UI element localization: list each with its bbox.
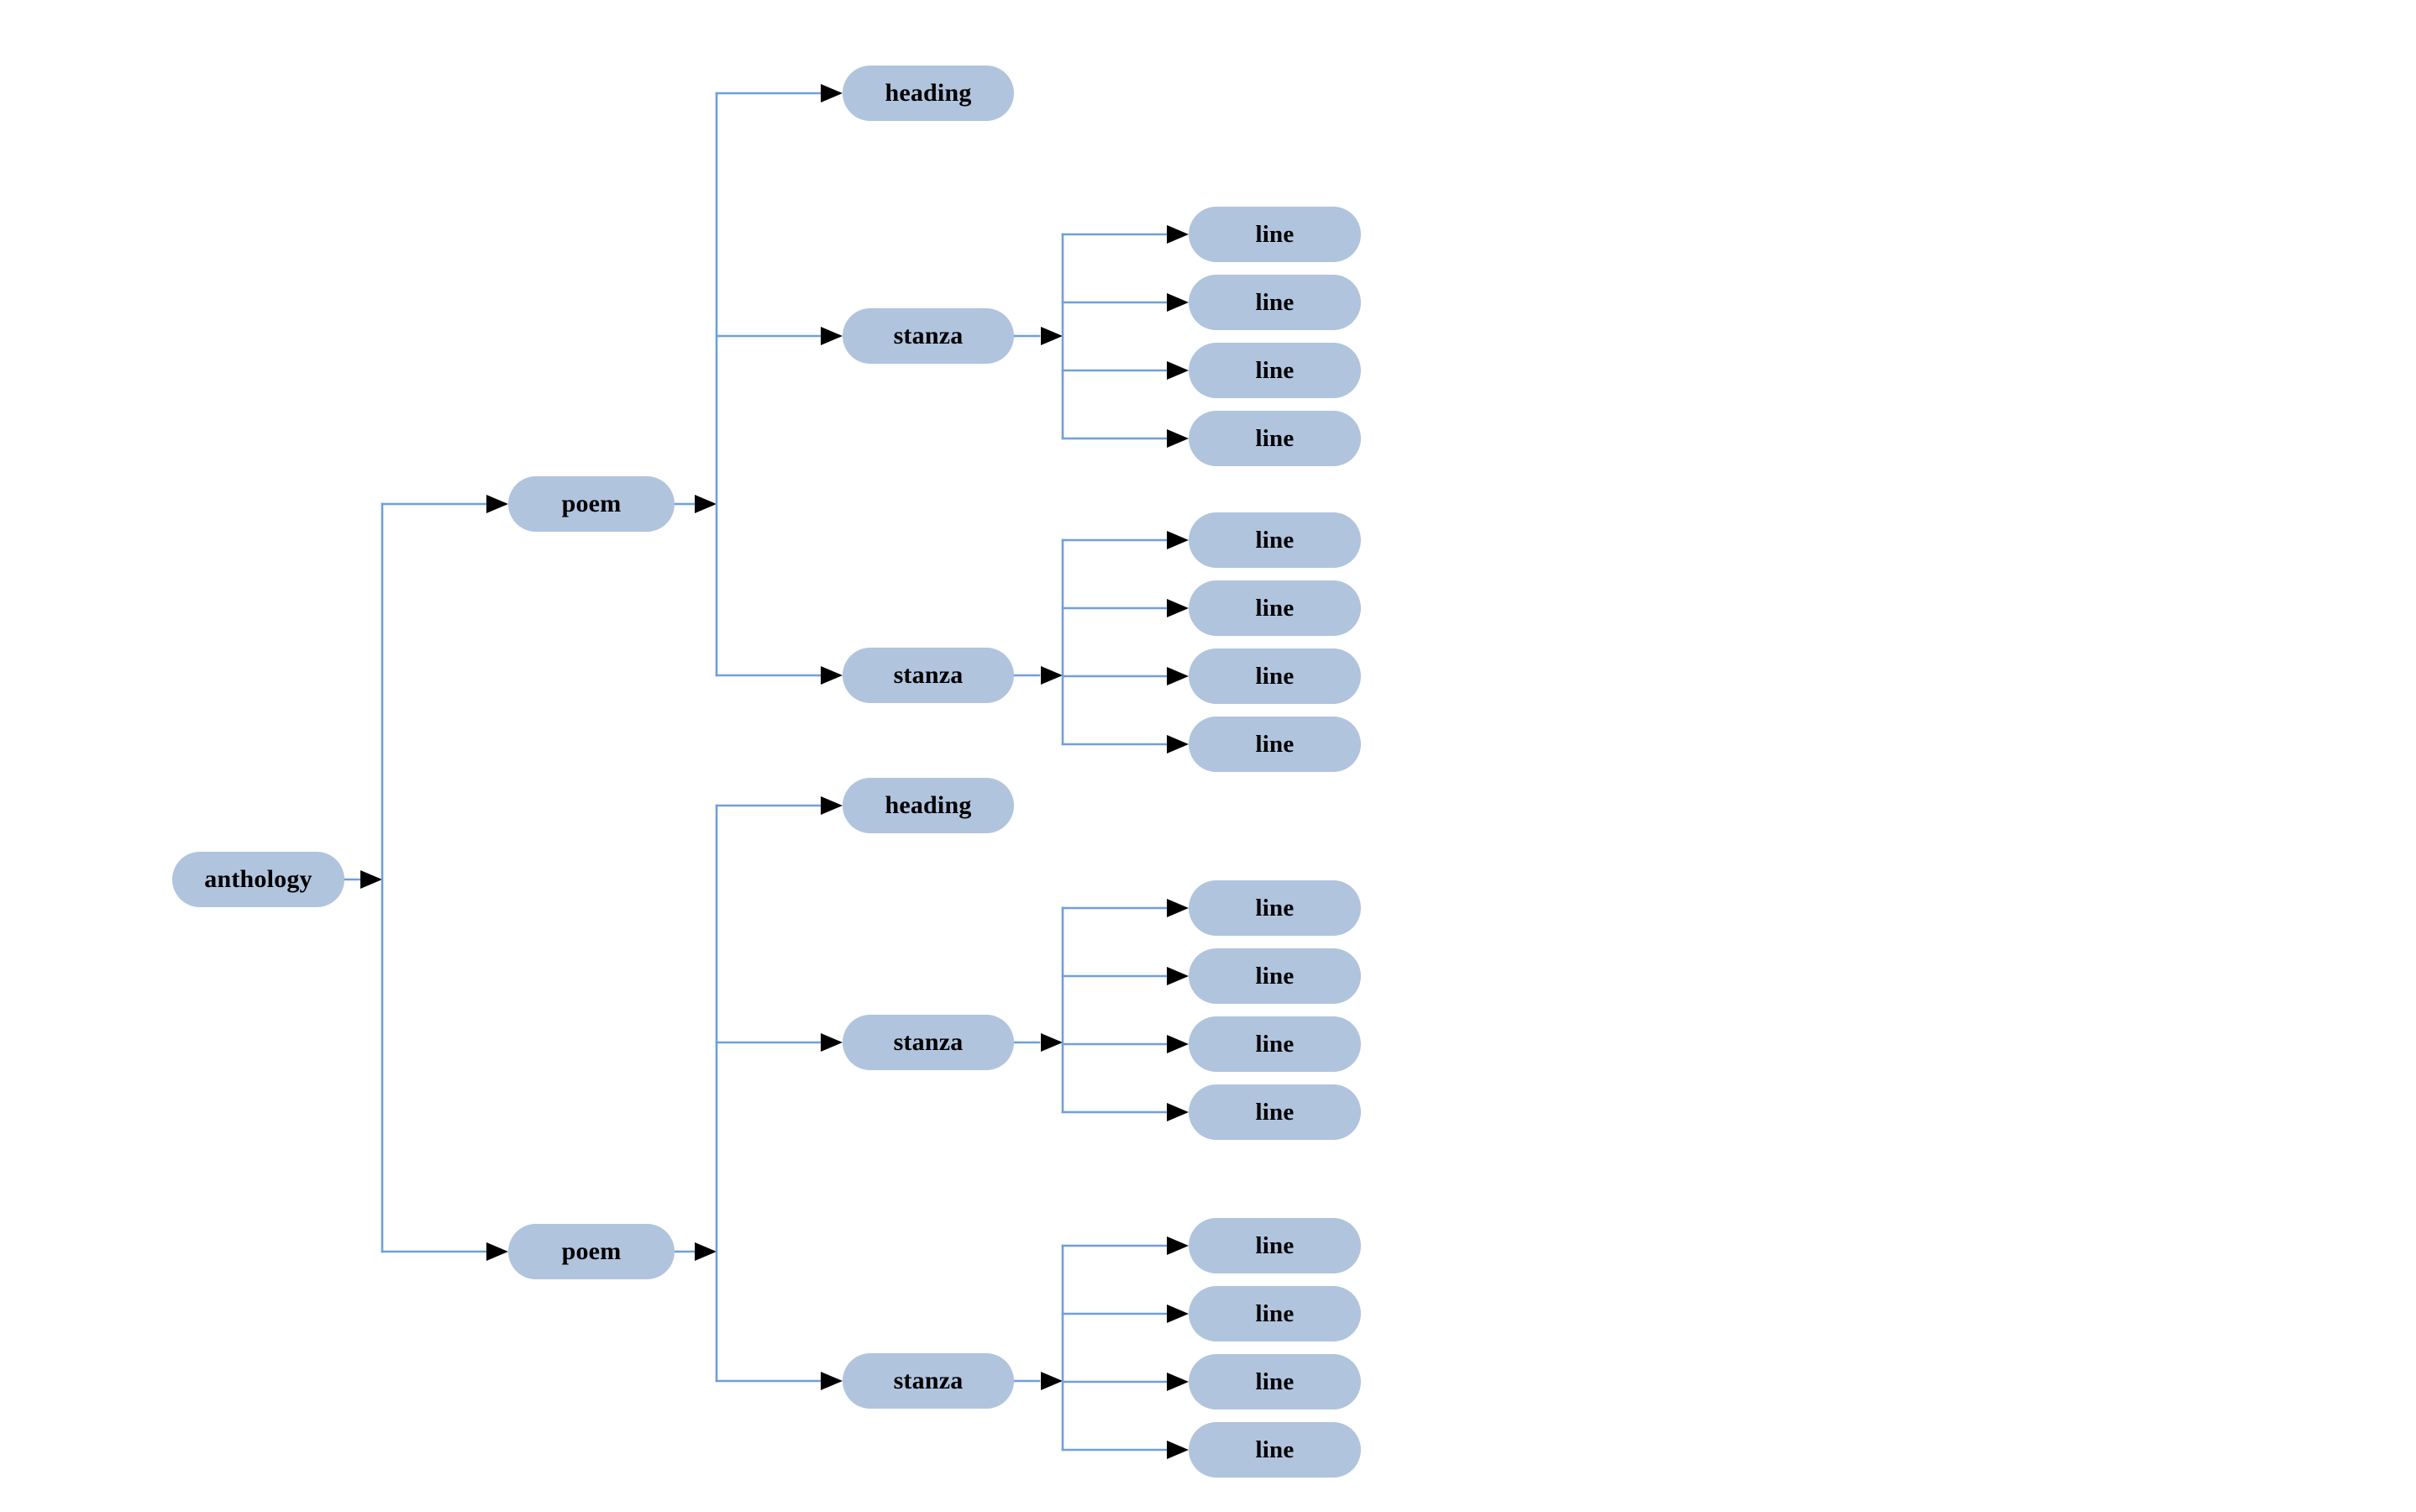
- edge-arrowhead: [821, 1033, 843, 1052]
- node-label: stanza: [893, 1367, 964, 1394]
- edge-arrowhead: [1167, 899, 1189, 917]
- node-p1-heading[interactable]: heading: [843, 66, 1014, 121]
- edge-arrowhead: [1041, 1372, 1063, 1390]
- edge-arrowhead: [1167, 599, 1189, 617]
- node-p2-s1-line1[interactable]: line: [1189, 880, 1361, 936]
- node-label: line: [1255, 594, 1295, 622]
- node-poem1[interactable]: poem: [508, 476, 675, 532]
- node-label: stanza: [893, 322, 964, 349]
- node-label: line: [1255, 730, 1295, 758]
- node-p1-s2-line1[interactable]: line: [1189, 512, 1361, 568]
- node-p1-s2-line2[interactable]: line: [1189, 580, 1361, 636]
- node-label: line: [1255, 356, 1295, 384]
- node-p2-stanza2[interactable]: stanza: [843, 1353, 1014, 1409]
- node-label: line: [1255, 894, 1295, 921]
- node-label: line: [1255, 662, 1295, 690]
- edge-arrowhead: [821, 327, 843, 345]
- edge-arrowhead: [1167, 1236, 1189, 1255]
- edge-arrowhead: [1167, 1103, 1189, 1121]
- edge-arrowhead: [486, 1242, 508, 1261]
- node-label: line: [1255, 288, 1295, 316]
- edge-arrowhead: [1167, 361, 1189, 380]
- edge-arrowhead: [1167, 667, 1189, 685]
- node-label: line: [1255, 526, 1295, 554]
- edge-arrowhead: [821, 1372, 843, 1390]
- edge-arrowhead: [1167, 1373, 1189, 1391]
- node-label: heading: [885, 79, 972, 107]
- node-p2-s2-line3[interactable]: line: [1189, 1354, 1361, 1410]
- node-label: line: [1255, 220, 1295, 248]
- node-label: anthology: [204, 865, 313, 893]
- edge-arrowhead: [1167, 967, 1189, 985]
- edge-arrowhead: [1167, 225, 1189, 244]
- node-label: line: [1255, 1030, 1295, 1058]
- node-p1-s2-line3[interactable]: line: [1189, 648, 1361, 704]
- node-p1-stanza1[interactable]: stanza: [843, 308, 1014, 364]
- edge-arrowhead: [821, 796, 843, 815]
- node-label: stanza: [893, 661, 964, 689]
- edge-arrowhead: [1167, 293, 1189, 312]
- edge-arrowhead: [1167, 1035, 1189, 1053]
- edge-arrowhead: [1167, 1441, 1189, 1459]
- node-poem2[interactable]: poem: [508, 1224, 675, 1279]
- node-p2-stanza1[interactable]: stanza: [843, 1015, 1014, 1070]
- node-label: line: [1255, 1436, 1295, 1463]
- node-label: line: [1255, 424, 1295, 452]
- edge-arrowhead: [1041, 1033, 1063, 1052]
- edge-arrowhead: [1167, 735, 1189, 753]
- node-label: line: [1255, 1231, 1295, 1259]
- node-label: line: [1255, 1299, 1295, 1327]
- edge-arrowhead: [1041, 666, 1063, 685]
- node-p2-s2-line2[interactable]: line: [1189, 1286, 1361, 1341]
- node-anthology[interactable]: anthology: [172, 852, 344, 907]
- edge-arrowhead: [1041, 327, 1063, 345]
- edge-arrowhead: [360, 870, 382, 889]
- node-label: line: [1255, 1368, 1295, 1395]
- edge-arrowhead: [821, 84, 843, 102]
- node-label: heading: [885, 791, 972, 819]
- node-p1-s1-line3[interactable]: line: [1189, 343, 1361, 398]
- node-p2-s1-line4[interactable]: line: [1189, 1084, 1361, 1140]
- node-label: poem: [561, 1237, 622, 1265]
- node-label: line: [1255, 962, 1295, 990]
- node-p1-s1-line1[interactable]: line: [1189, 207, 1361, 262]
- node-p2-s2-line4[interactable]: line: [1189, 1422, 1361, 1478]
- node-p1-s1-line4[interactable]: line: [1189, 411, 1361, 466]
- node-p1-stanza2[interactable]: stanza: [843, 648, 1014, 703]
- edge-arrowhead: [1167, 531, 1189, 549]
- edge-arrowhead: [695, 1242, 717, 1261]
- node-p1-s2-line4[interactable]: line: [1189, 717, 1361, 772]
- edge-arrowhead: [1167, 429, 1189, 448]
- edge-arrowhead: [486, 495, 508, 513]
- node-p2-s1-line2[interactable]: line: [1189, 948, 1361, 1004]
- node-p2-s1-line3[interactable]: line: [1189, 1016, 1361, 1072]
- edge-arrowhead: [821, 666, 843, 685]
- edge-arrowhead: [695, 495, 717, 513]
- node-label: poem: [561, 490, 622, 517]
- node-p1-s1-line2[interactable]: line: [1189, 275, 1361, 330]
- node-label: stanza: [893, 1028, 964, 1056]
- edge-arrowhead: [1167, 1305, 1189, 1323]
- node-p2-s2-line1[interactable]: line: [1189, 1218, 1361, 1273]
- node-p2-heading[interactable]: heading: [843, 778, 1014, 833]
- node-label: line: [1255, 1098, 1295, 1126]
